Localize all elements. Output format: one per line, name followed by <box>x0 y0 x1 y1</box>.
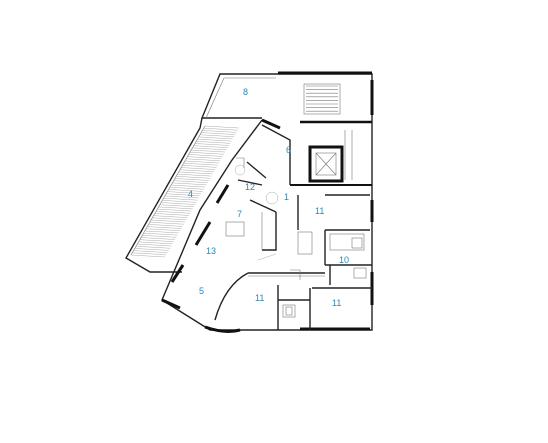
room-label-13: 13 <box>206 246 217 256</box>
hatch-line <box>189 151 224 155</box>
hatch-line <box>141 237 176 240</box>
hatch-line <box>172 182 207 186</box>
hatch-line <box>169 186 204 190</box>
hatch-line <box>186 158 221 162</box>
room-label-12: 12 <box>245 182 256 192</box>
room-label-4: 4 <box>188 189 194 199</box>
hatch-line <box>194 143 229 146</box>
hatch-line <box>203 127 238 131</box>
hatch-line <box>151 219 186 223</box>
hatch-line <box>184 160 219 164</box>
terrace-outline <box>125 73 277 273</box>
hatch-line <box>192 147 227 151</box>
hatch-line <box>158 206 193 210</box>
hatch-line <box>143 232 178 236</box>
hatch-line <box>191 149 226 153</box>
hatch-line <box>167 191 202 194</box>
hatch-line <box>166 193 201 197</box>
room-label-11-right: 11 <box>332 298 342 308</box>
hatch-line <box>157 208 192 212</box>
hatch-line <box>168 189 203 192</box>
room-label-5: 5 <box>199 286 205 296</box>
hatch-line <box>162 200 197 203</box>
hatch-line <box>202 130 237 133</box>
hatch-line <box>176 176 211 179</box>
hatch-line <box>136 246 171 249</box>
hatch-line <box>139 239 174 242</box>
hatch-line <box>142 235 177 238</box>
hatch-line <box>183 162 218 166</box>
hatch-line <box>153 215 188 218</box>
hatch-line <box>161 202 196 205</box>
hatch-line <box>163 197 198 201</box>
hatch-line <box>179 169 214 172</box>
building-outline <box>161 71 374 333</box>
hatch-line <box>146 228 181 232</box>
hatch-line <box>164 195 199 199</box>
hatch-line <box>156 211 191 214</box>
hatch-line <box>199 134 234 137</box>
hatch-line <box>196 141 231 144</box>
hatch-line <box>134 248 169 251</box>
hatch-line <box>174 178 209 181</box>
hatch-line <box>182 165 217 168</box>
hatch-line <box>201 132 236 135</box>
hatch-line <box>198 136 233 140</box>
hatch-line <box>177 173 212 177</box>
hatch-line <box>144 230 179 234</box>
room-label-11-top: 11 <box>315 206 325 216</box>
hatch-line <box>187 156 222 159</box>
room-label-6: 6 <box>286 145 292 155</box>
stair-top <box>300 83 372 124</box>
hatch-line <box>178 171 213 175</box>
hatch-line <box>171 184 206 188</box>
hatch-line <box>159 204 194 207</box>
hatch-line <box>152 217 187 221</box>
hatch-line <box>188 154 223 157</box>
room-label-8: 8 <box>243 87 249 97</box>
hatch-line <box>130 254 166 258</box>
hatch-line <box>148 224 183 227</box>
hatch-line <box>197 138 232 142</box>
hatch-line <box>181 167 216 170</box>
hatch-line <box>133 250 168 253</box>
hatch-line <box>173 180 208 183</box>
room-label-11-left: 11 <box>255 293 265 303</box>
hatch-line <box>132 252 167 256</box>
room-label-7: 7 <box>237 209 243 219</box>
balcony-hatch <box>130 125 240 258</box>
hatch-line <box>193 145 228 148</box>
elevator-core <box>290 130 372 186</box>
hatch-line <box>147 226 182 229</box>
interior-walls <box>214 124 372 330</box>
hatch-line <box>204 125 240 129</box>
hatch-line <box>137 243 172 247</box>
hatch-line <box>149 221 184 225</box>
hatch-line <box>138 241 173 245</box>
room-label-1: 1 <box>284 192 290 202</box>
room-label-10: 10 <box>339 255 350 265</box>
hatch-line <box>154 213 189 216</box>
